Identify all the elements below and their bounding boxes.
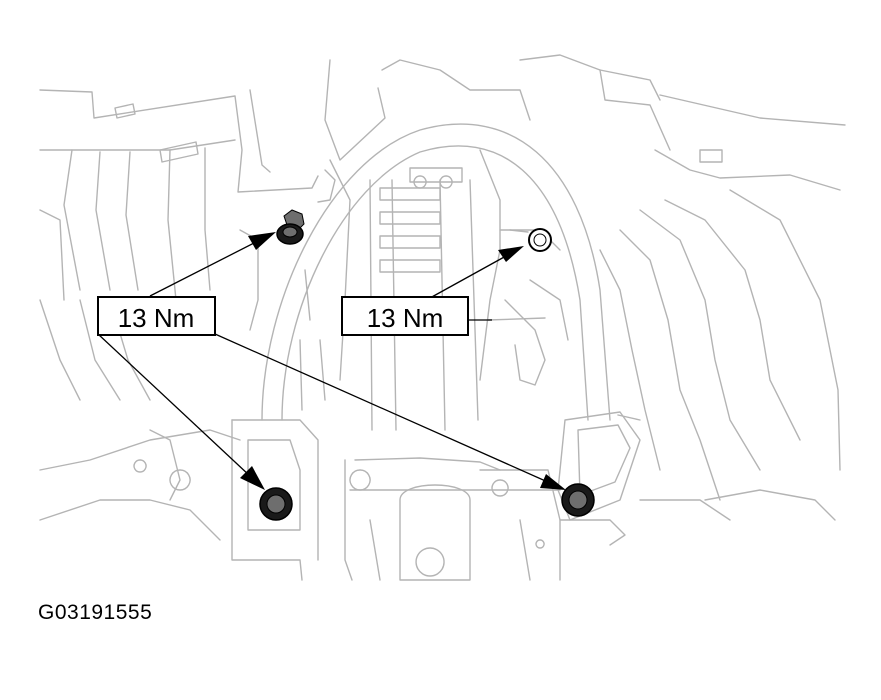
bolt-lower-left	[259, 487, 293, 521]
torque-callout-left: 13 Nm	[97, 296, 216, 336]
background-line-art	[39, 54, 846, 581]
leader-lines	[97, 232, 566, 490]
torque-callout-right: 13 Nm	[341, 296, 469, 336]
bolt-upper-left	[276, 209, 305, 245]
bolt-upper-right	[528, 228, 552, 252]
bolt-lower-right	[561, 483, 595, 517]
torque-callout-left-label: 13 Nm	[118, 303, 195, 333]
figure-id: G03191555	[38, 601, 153, 624]
torque-callout-right-label: 13 Nm	[367, 303, 444, 333]
